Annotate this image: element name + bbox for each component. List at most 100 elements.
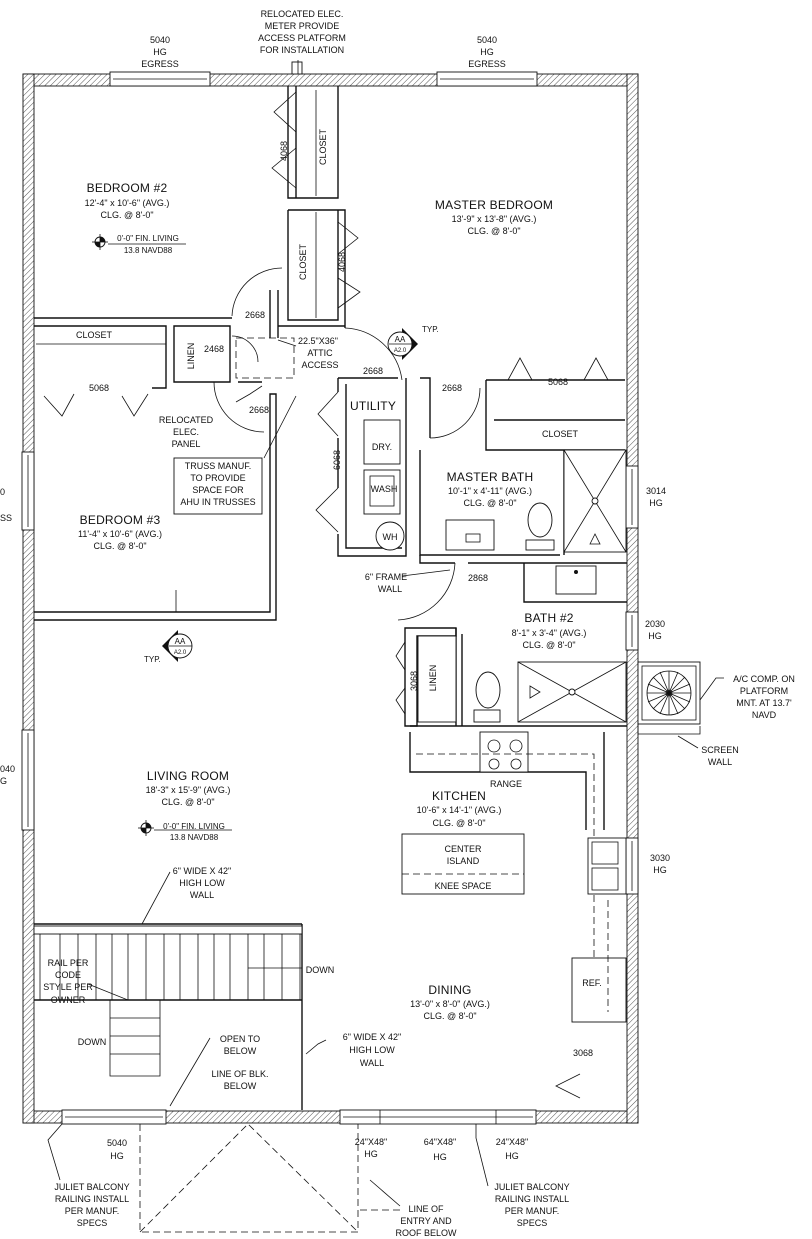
room-name: LIVING ROOM <box>147 769 229 783</box>
window-tag: 5040 <box>477 35 497 45</box>
rail-note: OWNER <box>51 995 86 1005</box>
window-tag: 5040 <box>107 1138 127 1148</box>
room-dims: 18'-3" x 15'-9" (AVG.) <box>146 785 231 795</box>
typ-label: TYP. <box>144 655 161 664</box>
juliet-note: JULIET BALCONY <box>54 1182 129 1192</box>
room-name: MASTER BATH <box>447 470 534 484</box>
low-wall-note: 6" WIDE X 42" <box>173 866 231 876</box>
room-living: LIVING ROOM 18'-3" x 15'-9" (AVG.) CLG. … <box>146 769 231 842</box>
window-tag: HG <box>648 631 662 641</box>
window-tag: HG <box>364 1149 378 1159</box>
ac-note: MNT. AT 13.7' <box>736 698 792 708</box>
room-master: MASTER BEDROOM 13'-9" x 13'-8" (AVG.) CL… <box>435 198 553 236</box>
entry-note: LINE OF <box>408 1204 444 1214</box>
water-heater-label: WH <box>383 532 398 542</box>
attic-label: 22.5"X36" <box>298 336 338 346</box>
juliet-note: RAILING INSTALL <box>495 1194 569 1204</box>
window-tag: 3014 <box>646 486 666 496</box>
room-bedroom3: BEDROOM #3 11'-4" x 10'-6" (AVG.) CLG. @… <box>78 513 162 551</box>
entry-roof-line <box>139 1123 401 1233</box>
marker-label: AA <box>395 335 406 344</box>
room-clg: CLG. @ 8'-0" <box>100 210 153 220</box>
truss-note-box <box>173 457 263 515</box>
ac-note: A/C COMP. ON <box>733 674 795 684</box>
window-tag: 0 <box>0 487 5 497</box>
low-wall-note: WALL <box>190 890 214 900</box>
room-clg: CLG. @ 8'-0" <box>93 541 146 551</box>
rail-note: CODE <box>55 970 81 980</box>
attic-label: ACCESS <box>301 360 338 370</box>
laundry-appliances <box>363 419 405 551</box>
room-name: KITCHEN <box>432 789 486 803</box>
low-wall-note: WALL <box>360 1058 384 1068</box>
window-tag: HG <box>505 1151 519 1161</box>
marker-sheet: A2.0 <box>394 348 407 354</box>
frame-note: WALL <box>378 584 402 594</box>
marker-label: AA <box>175 637 186 646</box>
window-tag: HG <box>480 47 494 57</box>
linen-label: LINEN <box>428 665 438 692</box>
room-dims: 10'-1" x 4'-11" (AVG.) <box>448 486 532 496</box>
room-dining: DINING 13'-0" x 8'-0" (AVG.) CLG. @ 8'-0… <box>410 983 490 1021</box>
elev-text: 13.8 NAVD88 <box>170 833 219 842</box>
interior-walls <box>34 86 627 1110</box>
juliet-note: RAILING INSTALL <box>55 1194 129 1204</box>
window-tag: 3030 <box>650 853 670 863</box>
window-tag: HG <box>653 865 667 875</box>
rail-note: RAIL PER <box>48 958 89 968</box>
truss-note: AHU IN TRUSSES <box>180 497 255 507</box>
bath2-fixtures <box>417 635 627 723</box>
door-tag: 2468 <box>204 344 224 354</box>
panel-label: ELEC. <box>173 427 199 437</box>
open-below-note: OPEN TO <box>220 1034 260 1044</box>
panel-label: PANEL <box>172 439 201 449</box>
room-clg: CLG. @ 8'-0" <box>463 498 516 508</box>
kitchen-fixtures <box>401 731 627 1023</box>
elev-text: 13.8 NAVD88 <box>124 246 173 255</box>
entry-note: ROOF BELOW <box>395 1228 457 1238</box>
door-tag: 5068 <box>548 377 568 387</box>
window-tag: HG <box>433 1152 447 1162</box>
window-tag: EGRESS <box>141 59 179 69</box>
low-wall-note: HIGH LOW <box>179 878 225 888</box>
window-tag: 040 <box>0 764 15 774</box>
meter-note: RELOCATED ELEC. <box>261 9 344 19</box>
room-dims: 10'-6" x 14'-1" (AVG.) <box>417 805 502 815</box>
window-tag: 5040 <box>150 35 170 45</box>
linen-label: LINEN <box>186 343 196 370</box>
door-tag: 2668 <box>442 383 462 393</box>
meter-note: FOR INSTALLATION <box>260 45 344 55</box>
panel-label: RELOCATED <box>159 415 214 425</box>
typ-label: TYP. <box>422 325 439 334</box>
room-name: BATH #2 <box>524 611 573 625</box>
closet-label: CLOSET <box>298 243 308 280</box>
entry-note: ENTRY AND <box>400 1216 452 1226</box>
room-clg: CLG. @ 8'-0" <box>432 818 485 828</box>
meter-note: ACCESS PLATFORM <box>258 33 346 43</box>
washer-label: WASH <box>371 484 398 494</box>
stair <box>33 871 327 1107</box>
range <box>479 731 529 773</box>
window-tag: G <box>0 776 7 786</box>
ac-note: PLATFORM <box>740 686 788 696</box>
elev-symbol-bedroom2 <box>92 234 186 250</box>
room-clg: CLG. @ 8'-0" <box>423 1011 476 1021</box>
blk-note: LINE OF BLK. <box>211 1069 268 1079</box>
closet-label: CLOSET <box>318 128 328 165</box>
room-name: DINING <box>428 983 471 997</box>
door-tag: 3068 <box>409 671 419 691</box>
juliet-note: PER MANUF. <box>505 1206 560 1216</box>
door-swings <box>43 91 609 1099</box>
master-bath-fixtures <box>445 449 627 595</box>
marker-sheet: A2.0 <box>174 650 187 656</box>
closet-label: CLOSET <box>76 330 113 340</box>
knee-space-label: KNEE SPACE <box>435 881 492 891</box>
stair-down-label: DOWN <box>306 965 335 975</box>
misc-labels: CLOSET CLOSET CLOSET CLOSET LINEN LINEN … <box>43 9 795 1238</box>
elev-text: 0'-0" FIN. LIVING <box>163 822 225 831</box>
window-tag: HG <box>110 1151 124 1161</box>
door-tag: 2668 <box>363 366 383 376</box>
open-below-note: BELOW <box>224 1046 257 1056</box>
water-heater <box>375 521 405 551</box>
